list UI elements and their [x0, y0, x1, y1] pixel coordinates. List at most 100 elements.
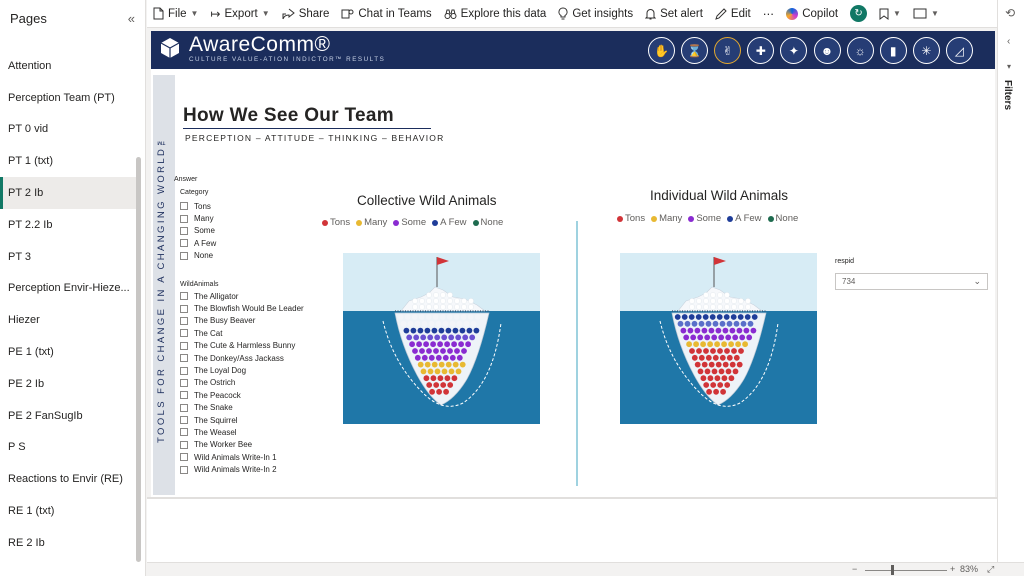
slicer-option[interactable]: Many — [180, 212, 216, 224]
slicer-option[interactable]: A Few — [180, 237, 216, 249]
team-icon[interactable]: ☻ — [813, 37, 841, 64]
zoom-slider[interactable] — [865, 570, 947, 571]
set-alert-button[interactable]: Set alert — [645, 8, 703, 20]
slicer-option[interactable]: The Worker Bee — [180, 439, 304, 451]
slicer-option[interactable]: The Weasel — [180, 426, 304, 438]
legend-item[interactable]: A Few — [727, 213, 762, 224]
share-button[interactable]: Share — [282, 8, 329, 20]
checkbox[interactable] — [180, 329, 188, 338]
legend-item[interactable]: None — [767, 213, 798, 224]
bookmark-menu[interactable]: ▼ — [879, 8, 901, 20]
view-menu[interactable]: ▼ — [913, 8, 939, 19]
legend-item[interactable]: Some — [688, 213, 721, 224]
slicer-option[interactable]: The Donkey/Ass Jackass — [180, 352, 304, 364]
page-tab[interactable]: PT 2 Ib — [0, 177, 136, 209]
page-tab[interactable]: PT 1 (txt) — [8, 155, 54, 168]
page-tab[interactable]: PT 3 — [8, 250, 32, 263]
checkbox[interactable] — [180, 251, 188, 260]
legend-item[interactable]: Tons — [322, 217, 350, 228]
checkbox[interactable] — [180, 354, 188, 363]
checkbox[interactable] — [180, 453, 188, 462]
file-menu[interactable]: File▼ — [153, 7, 198, 20]
export-menu[interactable]: ↦ Export▼ — [210, 7, 269, 21]
checkbox[interactable] — [180, 366, 188, 375]
page-tab[interactable]: Perception Team (PT) — [8, 91, 115, 104]
chat-in-teams-button[interactable]: Chat in Teams — [341, 8, 432, 20]
legend-item[interactable]: None — [472, 217, 503, 228]
hourglass-icon[interactable]: ⌛ — [681, 37, 709, 64]
expand-filters-icon[interactable]: ‹ — [1007, 36, 1011, 47]
page-tab[interactable]: Perception Envir-Hieze... — [8, 282, 130, 295]
checkbox[interactable] — [180, 214, 188, 223]
lightbulb-icon[interactable]: ☼ — [846, 37, 874, 64]
filters-pane-collapsed[interactable]: ⟲ ‹ ▾ Filters — [997, 0, 1024, 562]
puzzle-icon[interactable]: ✚ — [747, 37, 775, 64]
edit-button[interactable]: Edit — [715, 8, 751, 20]
slicer-option[interactable]: Some — [180, 225, 216, 237]
slicer-option[interactable]: The Snake — [180, 402, 304, 414]
checkbox[interactable] — [180, 391, 188, 400]
slicer-option[interactable]: Wild Animals Write-In 2 — [180, 463, 304, 475]
legend-item[interactable]: Tons — [617, 213, 645, 224]
page-tab[interactable]: RE 1 (txt) — [8, 505, 55, 518]
checkbox[interactable] — [180, 292, 188, 301]
page-tab[interactable]: PT 0 vid — [8, 123, 49, 136]
slicer-option[interactable]: The Cat — [180, 327, 304, 339]
checkbox[interactable] — [180, 202, 188, 211]
page-tab[interactable]: PE 2 FanSugIb — [8, 409, 83, 422]
page-tab[interactable]: RE 2 Ib — [8, 536, 45, 549]
checkbox[interactable] — [180, 304, 188, 313]
slicer-option[interactable]: The Cute & Harmless Bunny — [180, 340, 304, 352]
page-tab[interactable]: PT 2.2 Ib — [8, 218, 53, 231]
checkbox[interactable] — [180, 226, 188, 235]
sync-icon[interactable]: ⟲ — [1005, 6, 1016, 20]
slicer-option[interactable]: Wild Animals Write-In 1 — [180, 451, 304, 463]
zoom-in-button[interactable]: + — [950, 564, 956, 574]
fit-to-page-icon[interactable]: ⤢ — [987, 564, 995, 574]
slicer-option[interactable]: The Ostrich — [180, 377, 304, 389]
legend-item[interactable]: A Few — [432, 217, 467, 228]
checkbox[interactable] — [180, 428, 188, 437]
filters-label[interactable]: Filters — [1002, 80, 1013, 111]
zoom-slider-thumb[interactable] — [891, 565, 894, 575]
checkbox[interactable] — [180, 341, 188, 350]
slicer-option[interactable]: None — [180, 250, 216, 262]
slicer-option[interactable]: The Blowfish Would Be Leader — [180, 302, 304, 314]
hands-icon[interactable]: ✌ — [714, 37, 742, 64]
page-tab[interactable]: PE 2 Ib — [8, 377, 45, 390]
individual-iceberg-chart[interactable] — [620, 253, 817, 424]
page-tab[interactable]: Attention — [8, 59, 52, 72]
checkbox[interactable] — [180, 416, 188, 425]
growth-chart-icon[interactable]: ◿ — [945, 37, 973, 64]
network-icon[interactable]: ✳ — [912, 37, 940, 64]
slicer-option[interactable]: The Squirrel — [180, 414, 304, 426]
legend-item[interactable]: Many — [356, 217, 387, 228]
page-tab[interactable]: Reactions to Envir (RE) — [8, 473, 123, 486]
hand-icon[interactable]: ✋ — [648, 37, 675, 64]
checkbox[interactable] — [180, 316, 188, 325]
respid-dropdown[interactable]: 734 ⌄ — [835, 273, 988, 290]
more-options-button[interactable]: ⋯ — [763, 7, 775, 21]
copilot-button[interactable]: Copilot — [786, 7, 838, 20]
checkbox[interactable] — [180, 239, 188, 248]
legend-item[interactable]: Many — [651, 213, 682, 224]
collective-iceberg-chart[interactable] — [343, 253, 540, 424]
checkbox[interactable] — [180, 378, 188, 387]
slicer-option[interactable]: The Alligator — [180, 290, 304, 302]
legend-item[interactable]: Some — [393, 217, 426, 228]
handshake-icon[interactable]: ✦ — [780, 37, 808, 64]
refresh-button[interactable]: ↻ — [850, 5, 868, 22]
page-tab[interactable]: Hiezer — [8, 314, 40, 327]
page-tab[interactable]: PE 1 (txt) — [8, 346, 54, 359]
slicer-option[interactable]: The Busy Beaver — [180, 315, 304, 327]
collapse-pages-icon[interactable]: « — [127, 10, 135, 26]
pages-scrollbar[interactable] — [136, 157, 141, 562]
page-tab[interactable]: P S — [8, 441, 26, 454]
slicer-option[interactable]: Tons — [180, 200, 216, 212]
explore-data-button[interactable]: Explore this data — [444, 8, 546, 20]
slicer-option[interactable]: The Loyal Dog — [180, 364, 304, 376]
zoom-out-button[interactable]: − — [852, 564, 858, 574]
slicer-option[interactable]: The Peacock — [180, 389, 304, 401]
bar-chart-icon[interactable]: ▮ — [879, 37, 907, 64]
get-insights-button[interactable]: Get insights — [558, 7, 633, 20]
